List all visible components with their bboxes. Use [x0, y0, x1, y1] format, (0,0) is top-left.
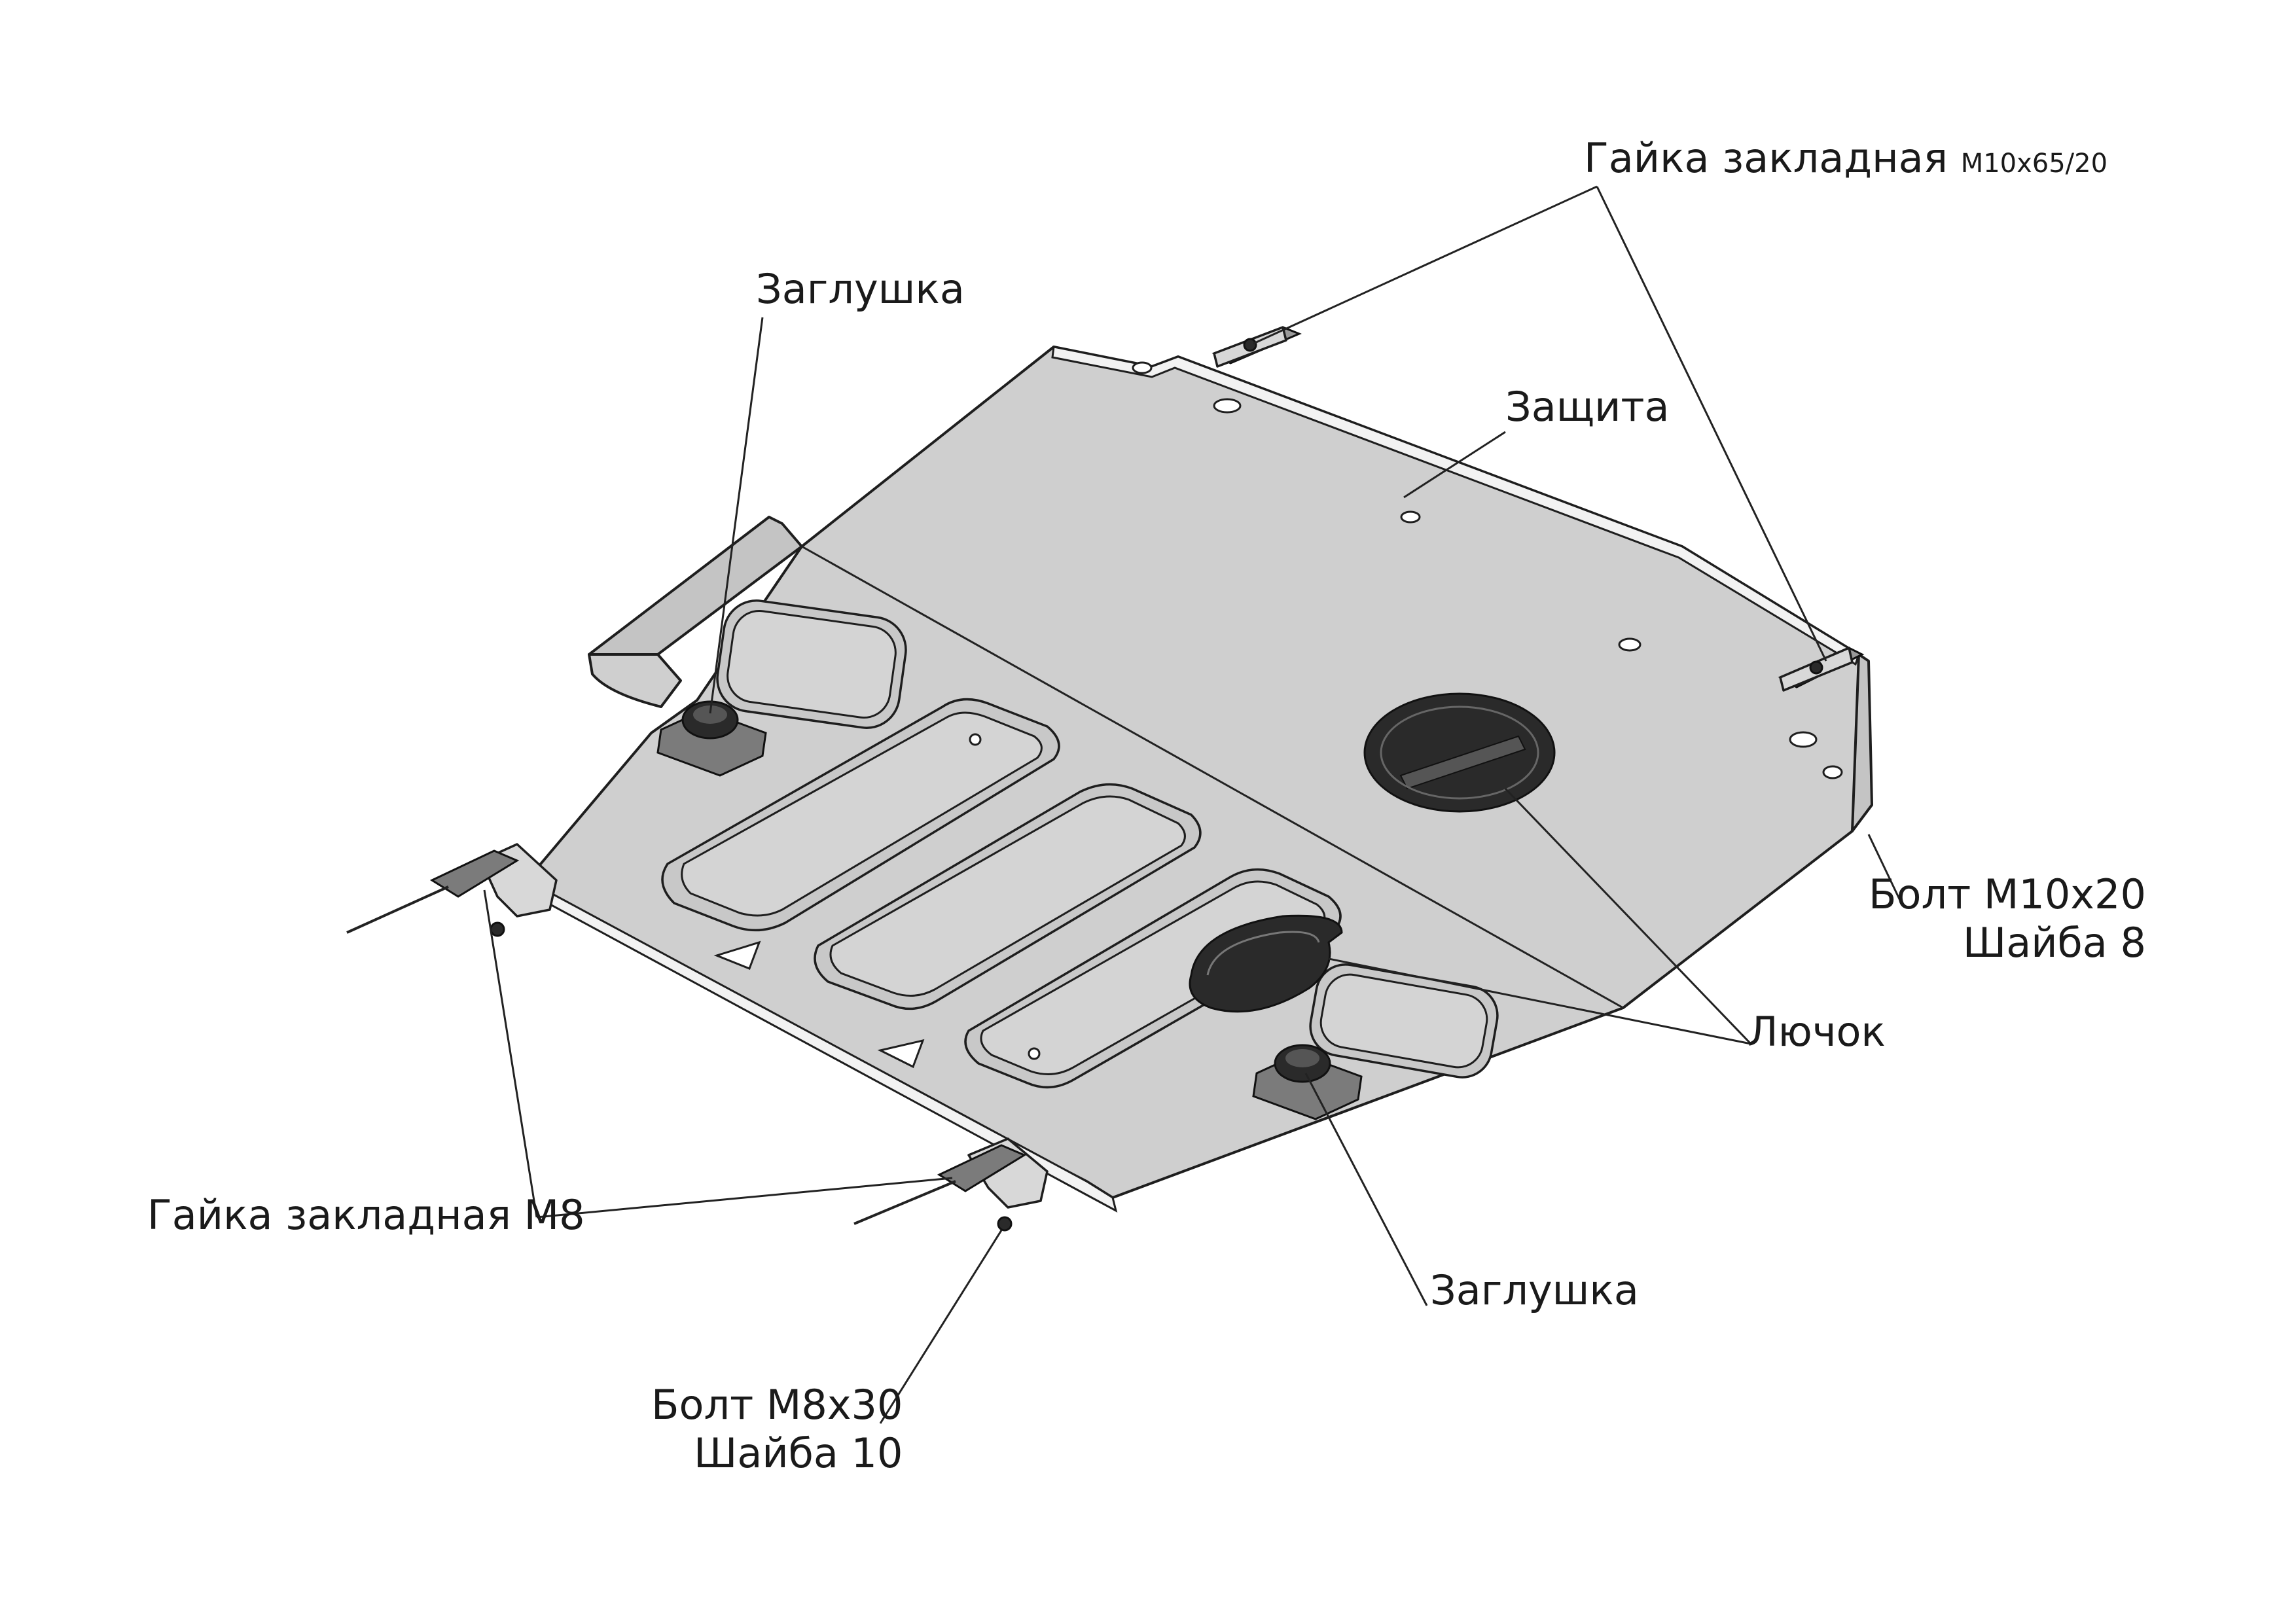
- label-bolt-m8: Болт М8х30 Шайба 10: [651, 1381, 903, 1478]
- nut-m10-left: [1211, 326, 1302, 368]
- label-washer-8-line: Шайба 8: [1962, 919, 2146, 967]
- recess-3-inner: [829, 795, 1186, 997]
- label-nut-m10: Гайка закладная М10х65/20: [1584, 134, 2108, 183]
- plug-top-bracket: [656, 700, 767, 777]
- nut-m8-right: [853, 1144, 1027, 1232]
- label-nut-m10-spec: М10х65/20: [1960, 149, 2108, 179]
- label-plug-bottom: Заглушка: [1430, 1266, 1639, 1314]
- hatch-round: [1363, 692, 1556, 813]
- leader-nut-m10: [1253, 185, 1827, 662]
- guard-top-edge: [1051, 346, 1860, 666]
- nut-m10-right: [1778, 647, 1865, 692]
- small-hole: [1028, 1047, 1041, 1060]
- leader-bolt-m8: [879, 1230, 1003, 1424]
- front-notch-1: [713, 940, 761, 970]
- slot-hole: [1618, 637, 1641, 652]
- label-hatch: Лючок: [1748, 1008, 1886, 1056]
- hatch-oval: [1189, 914, 1343, 1013]
- label-nut-m10-name: Гайка закладная: [1584, 134, 1948, 182]
- slot-hole: [1132, 361, 1153, 374]
- leader-bolt-m10: [1867, 834, 1903, 904]
- label-guard: Защита: [1505, 383, 1670, 431]
- label-bolt-m10: Болт М10х20 Шайба 8: [1869, 870, 2146, 968]
- front-notch-2: [877, 1039, 925, 1069]
- label-nut-m8: Гайка закладная М8: [147, 1191, 585, 1239]
- label-bolt-m8-line: Болт М8х30: [651, 1381, 903, 1429]
- slot-hole: [1822, 765, 1843, 779]
- plug-bottom-bracket: [1252, 1044, 1363, 1120]
- leader-guard: [1403, 431, 1506, 499]
- slot-hole: [1213, 398, 1242, 414]
- guard-right-wall: [1851, 653, 1873, 832]
- leader-plug-bottom: [1304, 1073, 1428, 1306]
- label-washer-10-line: Шайба 10: [694, 1429, 903, 1478]
- small-hole: [969, 733, 982, 746]
- left-flange-face: [588, 653, 682, 708]
- leader-nut-m8: [483, 889, 953, 1219]
- recess-1-inner: [726, 609, 897, 719]
- recess-5-inner: [1319, 973, 1488, 1069]
- guard-fold-line: [801, 545, 1624, 1009]
- nut-m8-left: [346, 849, 520, 937]
- recess-2-inner: [681, 711, 1043, 917]
- slot-hole: [1400, 510, 1421, 524]
- label-plug-top: Заглушка: [756, 265, 965, 313]
- slot-hole: [1789, 731, 1818, 748]
- label-bolt-m10-line: Болт М10х20: [1869, 870, 2146, 918]
- leader-hatch: [1328, 787, 1752, 1045]
- leader-plug-top: [709, 317, 764, 714]
